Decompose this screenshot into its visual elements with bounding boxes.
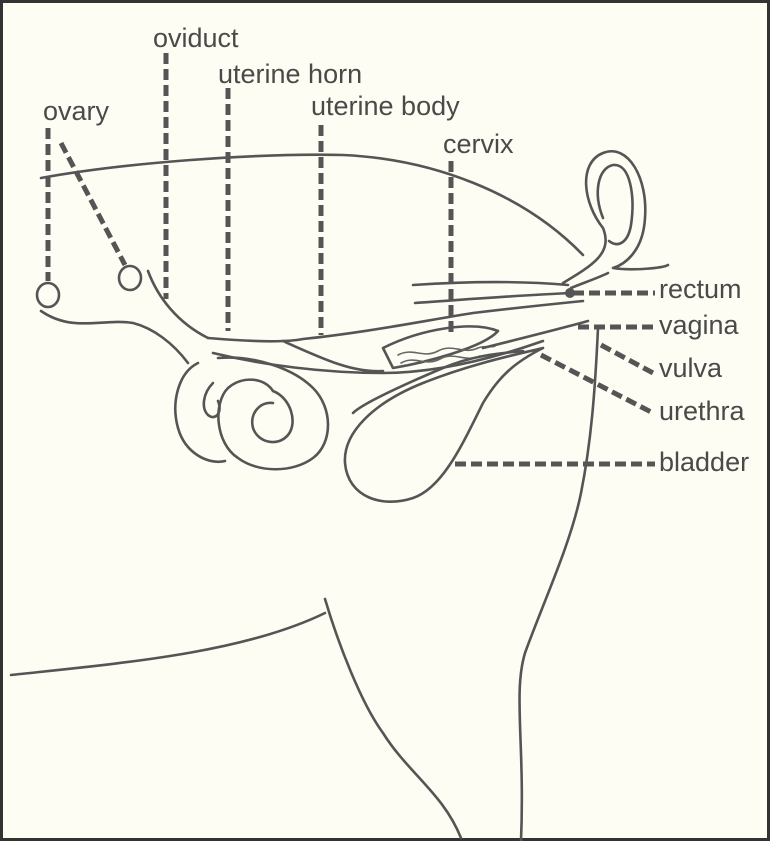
uterine-horns-coil bbox=[175, 358, 328, 470]
anatomy-drawing bbox=[3, 3, 770, 841]
label-bladder: bladder bbox=[659, 449, 749, 476]
uterine-body-fold bbox=[283, 341, 383, 371]
back-line bbox=[41, 155, 583, 255]
reproductive-tract bbox=[41, 271, 608, 373]
horn-right-coil-outer bbox=[218, 358, 328, 470]
label-ovary: ovary bbox=[43, 98, 109, 125]
cervix-ring-1 bbox=[398, 346, 495, 355]
anus-dot bbox=[565, 288, 575, 298]
hind-leg-rear-edge bbox=[520, 328, 598, 841]
ovaries bbox=[37, 266, 141, 307]
label-uterine-body: uterine body bbox=[311, 93, 460, 120]
right-oviduct bbox=[148, 271, 208, 338]
label-cervix: cervix bbox=[443, 131, 514, 158]
label-vagina: vagina bbox=[659, 312, 739, 339]
rectum-lower bbox=[415, 293, 571, 303]
rectum-upper bbox=[413, 282, 568, 285]
tail-inner bbox=[598, 165, 633, 244]
ovary-leader-2 bbox=[61, 143, 125, 265]
label-rectum: rectum bbox=[659, 276, 742, 303]
hind-leg-front-edge bbox=[325, 599, 461, 838]
uterus-upper-edge bbox=[208, 301, 583, 341]
belly-line bbox=[11, 613, 325, 675]
label-uterine-horn: uterine horn bbox=[218, 61, 362, 88]
label-vulva: vulva bbox=[659, 355, 722, 382]
left-oviduct bbox=[41, 311, 188, 363]
tail-outer bbox=[563, 151, 668, 283]
tail bbox=[563, 151, 668, 283]
horn-left-coil-inner bbox=[204, 383, 220, 417]
vulva-leader bbox=[601, 345, 653, 373]
body-outline bbox=[11, 155, 598, 841]
label-oviduct: oviduct bbox=[153, 25, 239, 52]
right-ovary bbox=[119, 266, 141, 290]
horn-right-coil-inner bbox=[252, 391, 292, 442]
left-ovary bbox=[37, 283, 59, 307]
label-urethra: urethra bbox=[659, 398, 745, 425]
